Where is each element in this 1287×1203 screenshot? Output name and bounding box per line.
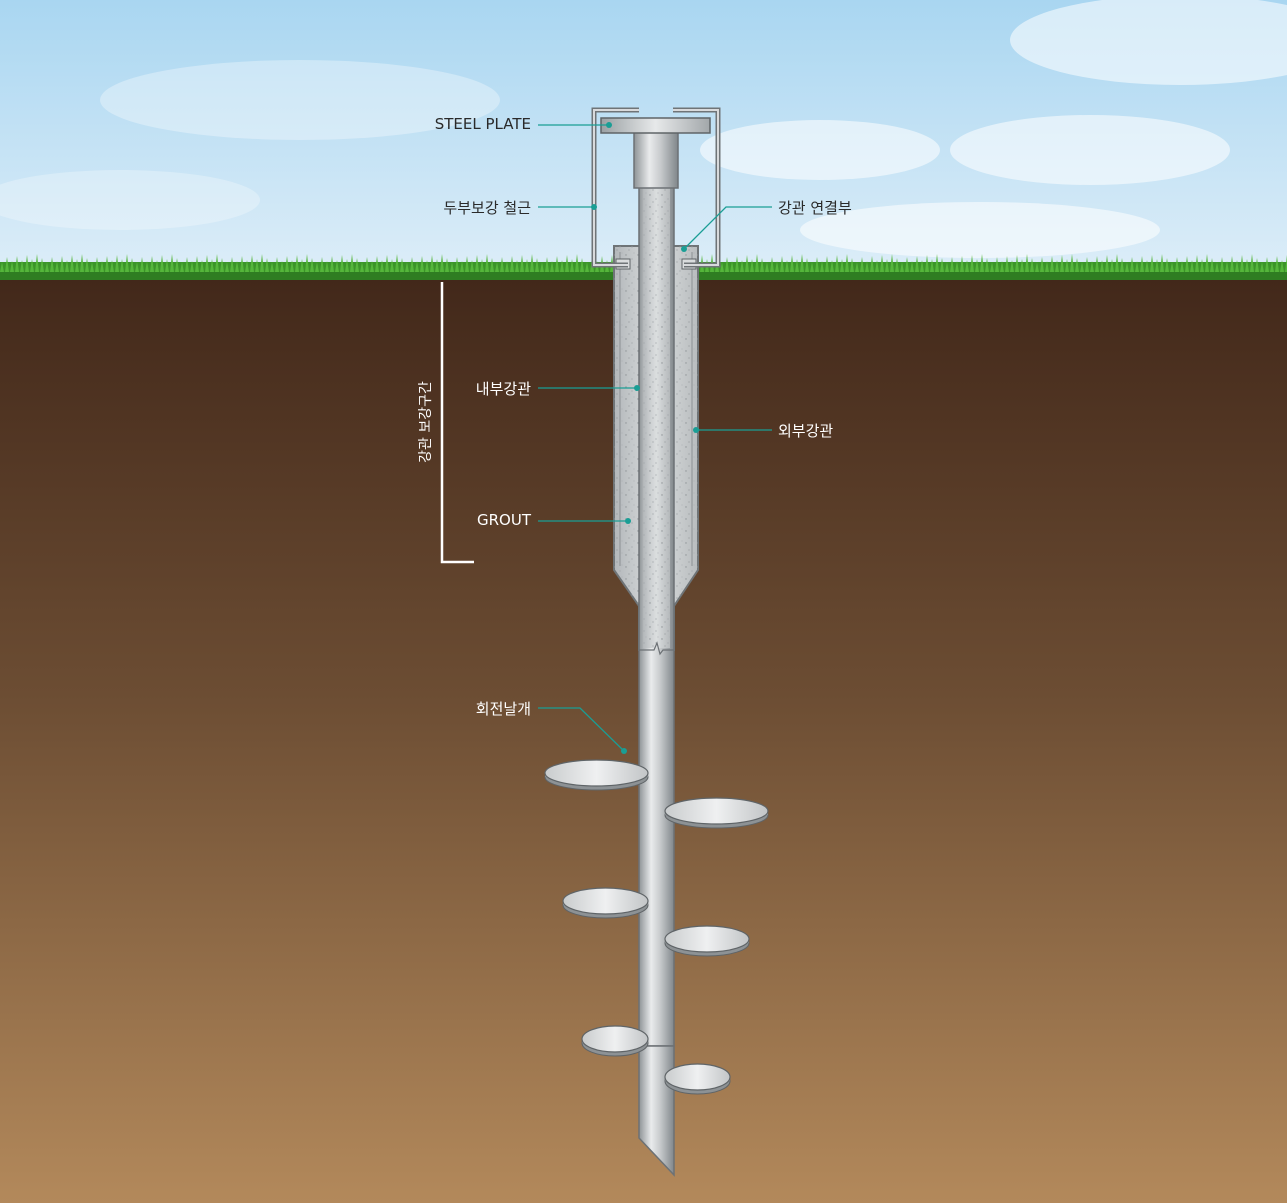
helix-blade — [581, 1025, 649, 1057]
helix-blades — [544, 759, 769, 1095]
head-cap — [633, 131, 679, 189]
leader-dots — [591, 122, 699, 754]
inner-pipe-shaft — [638, 185, 675, 1177]
label-head-rebar: 두부보강 철근 — [443, 199, 531, 217]
label-reinforced-section: 강관 보강구간 — [418, 381, 434, 463]
label-grout: GROUT — [477, 511, 531, 529]
leader-lines — [538, 124, 772, 752]
label-outer-pipe: 외부강관 — [778, 422, 834, 440]
label-helix: 회전날개 — [475, 700, 531, 718]
label-pipe-joint: 강관 연결부 — [778, 199, 852, 217]
helix-blade — [544, 759, 649, 791]
helix-blade — [562, 887, 649, 919]
helix-blade — [664, 925, 750, 957]
helix-blade — [664, 797, 769, 829]
clouds — [0, 0, 1287, 258]
label-inner-pipe: 내부강관 — [475, 380, 531, 398]
steel-plate — [600, 117, 711, 134]
label-steel-plate: STEEL PLATE — [434, 115, 531, 133]
helix-blade — [664, 1063, 731, 1095]
head-rebar — [591, 107, 721, 268]
reinforced-section-bracket — [440, 282, 474, 564]
